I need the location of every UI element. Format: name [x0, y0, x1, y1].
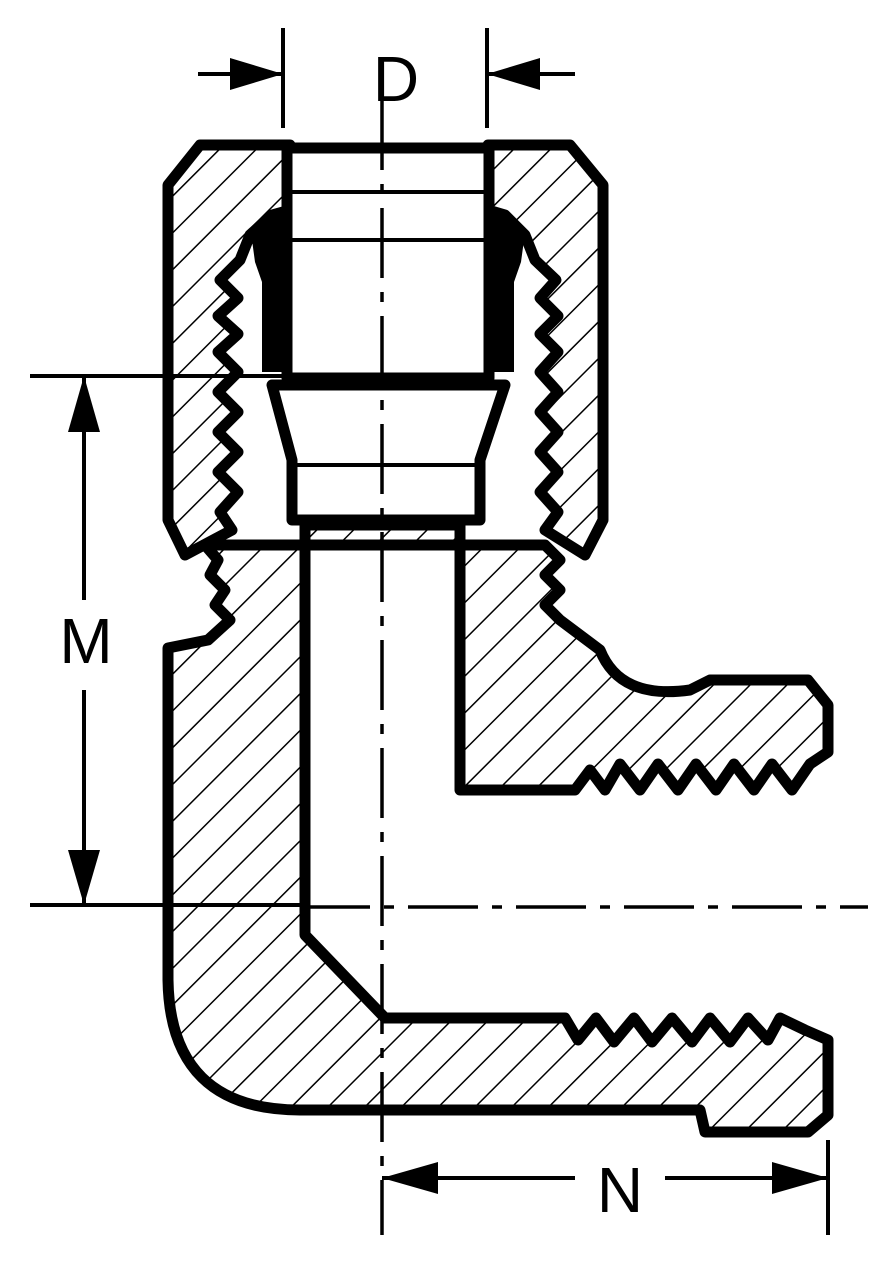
tube [266, 142, 511, 526]
body-section [162, 519, 834, 1138]
tube-body [281, 142, 495, 384]
ferrule-left [252, 215, 290, 372]
nut-right-section [482, 139, 609, 561]
dimension-n-arrow-right [772, 1162, 828, 1194]
dimension-d-label: D [373, 43, 419, 115]
ferrule-right [488, 215, 524, 372]
body-seat [266, 379, 511, 526]
dimension-n: N [382, 1140, 830, 1235]
dimension-m-label: M [59, 605, 112, 677]
elbow-body [162, 519, 834, 1138]
center-lines [300, 100, 868, 1235]
nut [162, 139, 609, 561]
nut-left-section [162, 139, 296, 561]
ferrule [252, 215, 524, 372]
dimension-m: M [30, 374, 300, 907]
dimension-d-arrow-left [230, 58, 283, 90]
dimension-n-arrow-left [382, 1162, 438, 1194]
dimension-n-label: N [597, 1154, 643, 1226]
dimension-m-arrow-top [68, 376, 100, 432]
dimension-m-arrow-bottom [68, 850, 100, 905]
dimension-d-arrow-right [487, 58, 540, 90]
dimension-d: D [198, 28, 575, 128]
